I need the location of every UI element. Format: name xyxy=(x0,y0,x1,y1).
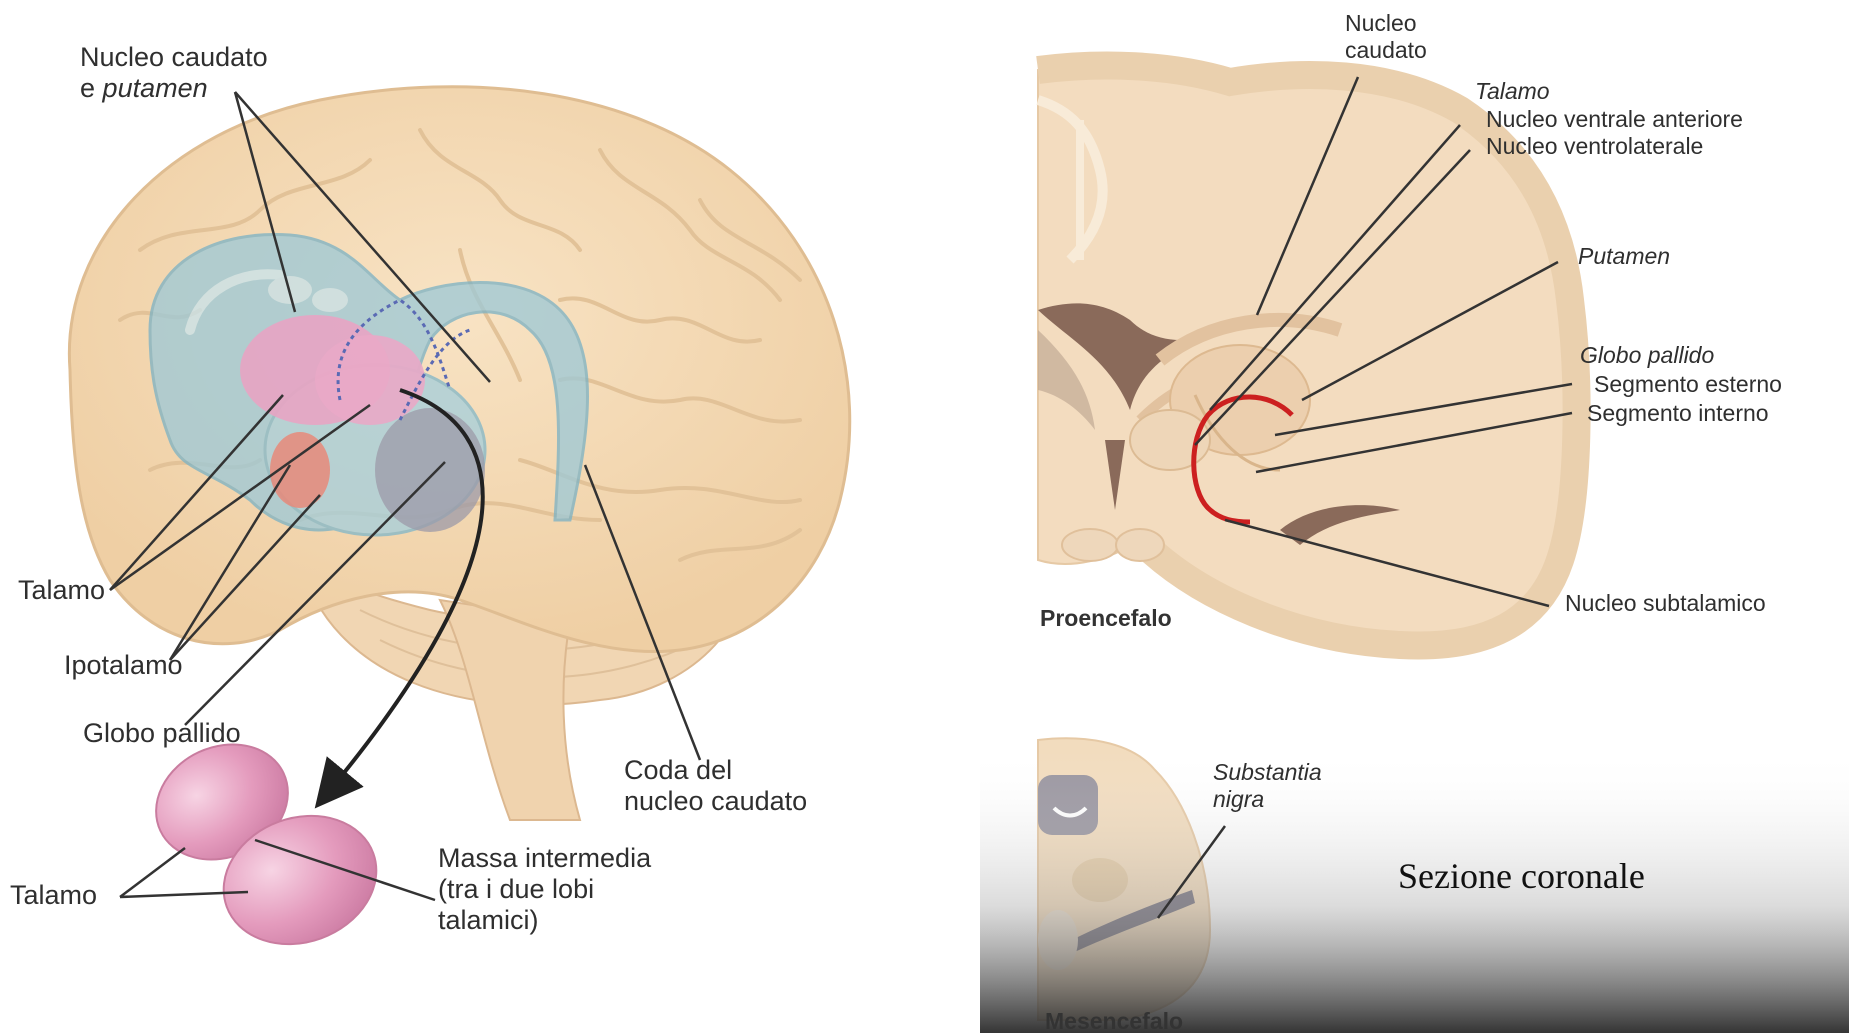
label-nucleo-caudato: Nucleo caudato xyxy=(1345,10,1427,64)
label-globo-pallido-right: Globo pallido xyxy=(1580,342,1714,369)
label-mesencefalo: Mesencefalo xyxy=(1045,1008,1183,1035)
label-segmento-esterno: Segmento esterno xyxy=(1594,371,1782,398)
label-nucleo-subtalamico: Nucleo subtalamico xyxy=(1565,590,1766,617)
label-caudate-putamen: Nucleo caudato e putamen xyxy=(80,42,268,104)
label-massa-intermedia: Massa intermedia (tra i due lobi talamic… xyxy=(438,843,651,936)
label-substantia-nigra: Substantia nigra xyxy=(1213,759,1322,813)
label-ipotalamo: Ipotalamo xyxy=(64,650,183,681)
label-globo-pallido: Globo pallido xyxy=(83,718,241,749)
label-putamen-right: Putamen xyxy=(1578,243,1670,270)
label-nucleo-ventrolaterale: Nucleo ventrolaterale xyxy=(1486,133,1703,160)
label-talamo: Talamo xyxy=(18,575,105,606)
label-talamo-right: Talamo xyxy=(1475,78,1550,105)
caption-sezione-coronale: Sezione coronale xyxy=(1398,855,1645,897)
label-nucleo-ventrale-anteriore: Nucleo ventrale anteriore xyxy=(1486,106,1743,133)
label-coda-caudato: Coda del nucleo caudato xyxy=(624,755,807,817)
label-proencefalo: Proencefalo xyxy=(1040,605,1172,632)
globus-pallidus-shape xyxy=(375,408,485,532)
label-talamo-bottom: Talamo xyxy=(10,880,97,911)
label-segmento-interno: Segmento interno xyxy=(1587,400,1769,427)
